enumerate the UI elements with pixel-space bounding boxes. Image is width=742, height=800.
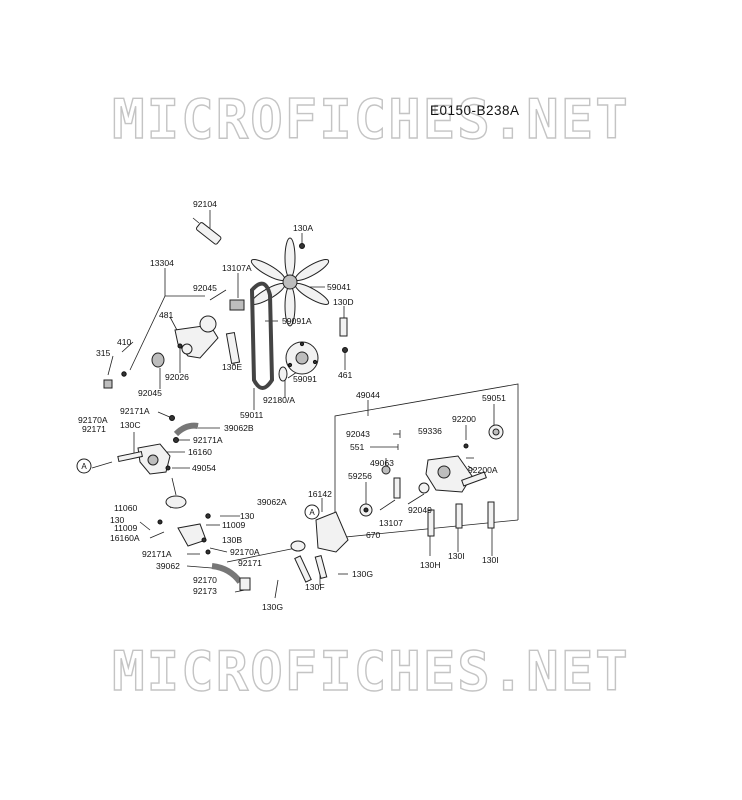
label-130H: 130H bbox=[420, 560, 441, 570]
label-13304: 13304 bbox=[150, 258, 174, 268]
callout-a1: A bbox=[81, 462, 87, 471]
callout-a2-shape bbox=[304, 504, 320, 520]
part-shapes bbox=[76, 217, 504, 591]
part-labels: 92104 130A 13304 13107A 59041 92045 130D… bbox=[78, 199, 506, 612]
label-16142: 16142 bbox=[308, 489, 332, 499]
label-49044: 49044 bbox=[356, 390, 380, 400]
label-92043: 92043 bbox=[346, 429, 370, 439]
label-130A: 130A bbox=[293, 223, 313, 233]
label-59091: 59091 bbox=[293, 374, 317, 384]
hose-upper-shape bbox=[173, 422, 199, 437]
label-92104: 92104 bbox=[193, 199, 217, 209]
label-59256: 59256 bbox=[348, 471, 372, 481]
label-92170A-b: 92170A bbox=[230, 547, 260, 557]
label-130G-b: 130G bbox=[352, 569, 373, 579]
label-130-b: 130 bbox=[110, 515, 125, 525]
label-130B: 130B bbox=[222, 535, 242, 545]
pulley-shape bbox=[278, 341, 319, 382]
label-92171-b: 92171 bbox=[238, 558, 262, 568]
label-481: 481 bbox=[159, 310, 174, 320]
label-49063: 49063 bbox=[370, 458, 394, 468]
lower-housing-shape bbox=[157, 513, 211, 547]
label-670: 670 bbox=[366, 530, 381, 540]
label-92180A: 92180/A bbox=[263, 395, 295, 405]
label-59051: 59051 bbox=[482, 393, 506, 403]
label-92045a: 92045 bbox=[193, 283, 217, 293]
label-92173: 92173 bbox=[193, 586, 217, 596]
label-16160: 16160 bbox=[188, 447, 212, 457]
tensioner-small-parts bbox=[359, 430, 430, 517]
bolt-shapes-lower bbox=[427, 501, 495, 537]
label-92170A-a: 92170A bbox=[78, 415, 108, 425]
label-410: 410 bbox=[117, 337, 132, 347]
label-92170: 92170 bbox=[193, 575, 217, 585]
callout-a1-shape bbox=[76, 458, 92, 474]
label-11060: 11060 bbox=[114, 503, 137, 513]
label-49054: 49054 bbox=[192, 463, 216, 473]
alternator-bracket-shape bbox=[425, 424, 504, 493]
label-92049: 92049 bbox=[408, 505, 432, 515]
label-92171A-b: 92171A bbox=[193, 435, 223, 445]
label-59091A: 59091A bbox=[282, 316, 312, 326]
idler-arm-shape bbox=[151, 315, 219, 368]
label-59041: 59041 bbox=[327, 282, 351, 292]
label-92026: 92026 bbox=[165, 372, 189, 382]
watermark-top: MICROFICHES.NET bbox=[111, 87, 630, 151]
label-92171-a: 92171 bbox=[82, 424, 106, 434]
label-92200A: 92200A bbox=[468, 465, 498, 475]
label-130G-a: 130G bbox=[262, 602, 283, 612]
grease-tube-shape bbox=[192, 217, 222, 245]
bolt-shapes-top bbox=[103, 243, 348, 389]
watermark-bottom: MICROFICHES.NET bbox=[111, 639, 630, 703]
label-551: 551 bbox=[350, 442, 365, 452]
label-92200: 92200 bbox=[452, 414, 476, 424]
belt-shape bbox=[249, 281, 275, 390]
label-92171A-c: 92171A bbox=[142, 549, 172, 559]
label-130E: 130E bbox=[222, 362, 242, 372]
label-13107: 13107 bbox=[379, 518, 403, 528]
label-11009-a: 11009 bbox=[222, 520, 245, 530]
bracket-shape bbox=[294, 511, 349, 583]
label-315: 315 bbox=[96, 348, 111, 358]
label-130D: 130D bbox=[333, 297, 354, 307]
label-130I-b: 130I bbox=[482, 555, 499, 565]
label-130C: 130C bbox=[120, 420, 141, 430]
diagram-code: E0150-B238A bbox=[430, 103, 520, 118]
pump-housing-shape bbox=[117, 443, 171, 475]
label-11009-b: 11009 bbox=[114, 523, 137, 533]
label-39062A: 39062A bbox=[257, 497, 287, 507]
label-130-a: 130 bbox=[240, 511, 255, 521]
label-39062: 39062 bbox=[156, 561, 180, 571]
label-16160A: 16160A bbox=[110, 533, 140, 543]
callout-a2: A bbox=[309, 508, 315, 517]
label-461: 461 bbox=[338, 370, 353, 380]
hose-lower-shape bbox=[211, 563, 243, 584]
label-59336: 59336 bbox=[418, 426, 442, 436]
label-92045b: 92045 bbox=[138, 388, 162, 398]
label-92171A-a: 92171A bbox=[120, 406, 150, 416]
label-130I-a: 130I bbox=[448, 551, 465, 561]
label-59011: 59011 bbox=[240, 410, 263, 420]
label-39062B: 39062B bbox=[224, 423, 254, 433]
thermostat-cover-shape bbox=[165, 477, 187, 509]
label-13107A: 13107A bbox=[222, 263, 252, 273]
label-130F: 130F bbox=[305, 582, 325, 592]
